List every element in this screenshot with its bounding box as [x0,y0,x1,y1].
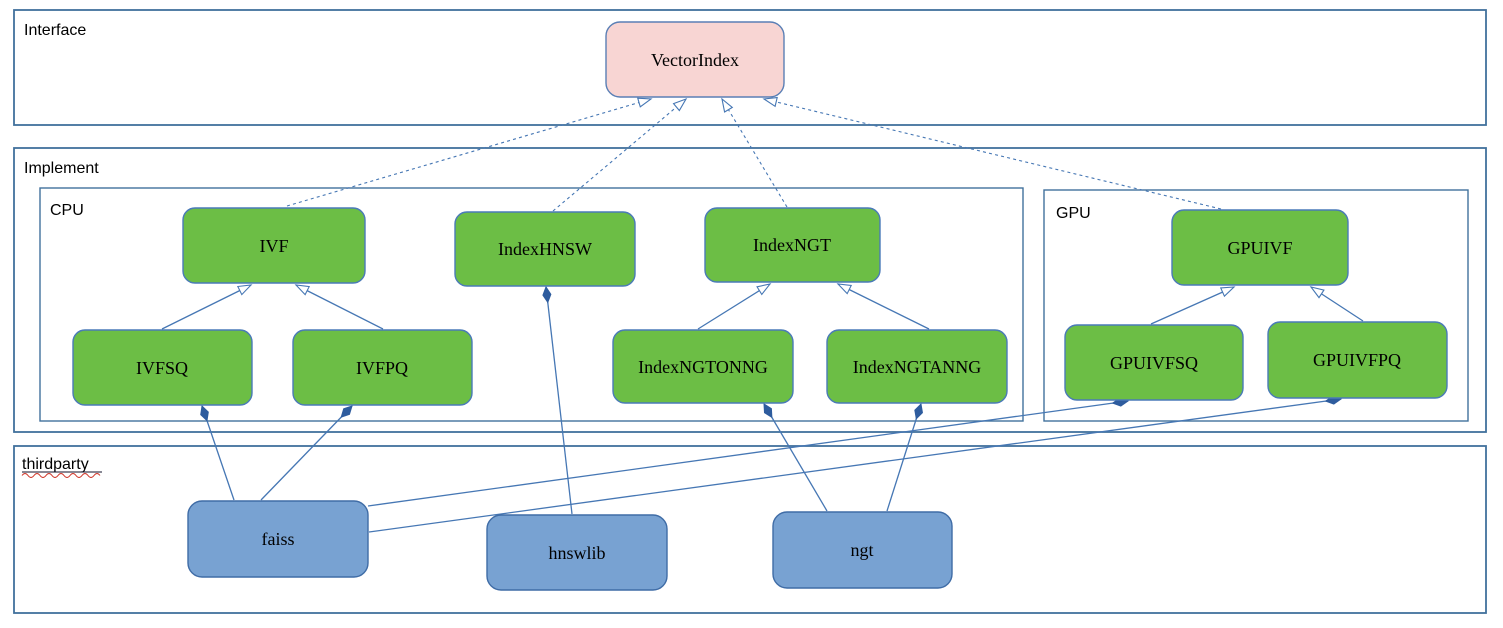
package-thirdparty[interactable]: thirdparty [13,445,1487,614]
edge-generalization-ivfpq-to-ivf[interactable] [294,284,384,330]
node-faiss-box[interactable] [187,500,369,578]
edge-generalization-gpuivfsq-to-gpuivf[interactable] [1150,286,1236,325]
node-indexngtanng-label: IndexNGTANNG [853,357,982,377]
node-ivfsq-label: IVFSQ [136,358,188,378]
package-thirdparty-frame[interactable] [13,445,1487,614]
edge-composition-ngt-to-indexngtanng[interactable] [886,402,923,512]
node-indexngtonng[interactable]: IndexNGTONNG [612,329,794,404]
node-indexngtanng[interactable]: IndexNGTANNG [826,329,1008,404]
package-cpu[interactable]: CPU [39,187,1024,422]
edge-generalization-indexngtanng-to-indexngt[interactable] [836,283,930,330]
node-ivf[interactable]: IVF [182,207,366,284]
node-gpuivfpq-box[interactable] [1267,321,1448,399]
edge-generalization-gpuivfpq-to-gpuivf[interactable] [1309,286,1364,322]
node-indexngtanng-box[interactable] [826,329,1008,404]
edge-composition-hnswlib-to-indexhnsw[interactable] [542,285,573,515]
node-indexngt[interactable]: IndexNGT [704,207,881,283]
package-cpu-frame[interactable] [39,187,1024,422]
node-vectorindex-box[interactable] [605,21,785,98]
node-gpuivfsq[interactable]: GPUIVFSQ [1064,324,1244,401]
node-ngt-label: ngt [850,540,873,560]
node-ivf-label: IVF [259,236,288,256]
node-ngt-box[interactable] [772,511,953,589]
node-indexngt-label: IndexNGT [753,235,831,255]
package-gpu-frame[interactable] [1043,189,1469,422]
node-indexngtonng-box[interactable] [612,329,794,404]
node-indexngtonng-label: IndexNGTONNG [638,357,768,377]
edge-composition-faiss-to-gpuivfsq[interactable] [367,397,1130,507]
node-gpuivfsq-box[interactable] [1064,324,1244,401]
package-cpu-label: CPU [50,202,84,219]
node-ivfpq-box[interactable] [292,329,473,406]
node-gpuivf-label: GPUIVF [1227,238,1292,258]
package-interface-label: Interface [24,22,86,39]
thirdparty-spellcheck-squiggle-icon [21,473,101,478]
edge-realization-indexhnsw-to-vectorindex[interactable] [552,97,688,212]
node-gpuivfpq-label: GPUIVFPQ [1313,350,1401,370]
node-hnswlib-label: hnswlib [548,543,605,563]
node-ngt[interactable]: ngt [772,511,953,589]
node-faiss[interactable]: faiss [187,500,369,578]
edge-realization-gpuivf-to-vectorindex[interactable] [762,96,1222,210]
node-hnswlib-box[interactable] [486,514,668,591]
package-thirdparty-label: thirdparty [22,456,89,473]
node-ivfsq-box[interactable] [72,329,253,406]
node-indexhnsw[interactable]: IndexHNSW [454,211,636,287]
node-vectorindex-label: VectorIndex [651,50,739,70]
edge-realization-indexngt-to-vectorindex[interactable] [721,97,788,208]
edge-composition-ngt-to-indexngtonng[interactable] [763,403,828,512]
package-gpu[interactable]: GPU [1043,189,1469,422]
node-ivfpq-label: IVFPQ [356,358,408,378]
edge-generalization-ivfsq-to-ivf[interactable] [161,284,253,330]
node-hnswlib[interactable]: hnswlib [486,514,668,591]
node-gpuivf[interactable]: GPUIVF [1171,209,1349,286]
edge-generalization-indexngtonng-to-indexngt[interactable] [697,283,772,330]
node-ivfpq[interactable]: IVFPQ [292,329,473,406]
node-vectorindex[interactable]: VectorIndex [605,21,785,98]
node-gpuivf-box[interactable] [1171,209,1349,286]
node-indexhnsw-label: IndexHNSW [498,239,592,259]
node-faiss-label: faiss [262,529,295,549]
package-implement-label: Implement [24,160,99,177]
edge-composition-faiss-to-ivfpq[interactable] [260,405,353,501]
node-ivfsq[interactable]: IVFSQ [72,329,253,406]
node-gpuivfsq-label: GPUIVFSQ [1110,353,1198,373]
edge-realization-ivf-to-vectorindex[interactable] [286,97,653,207]
edge-composition-faiss-to-ivfsq[interactable] [200,404,235,501]
node-ivf-box[interactable] [182,207,366,284]
package-gpu-label: GPU [1056,205,1091,222]
node-gpuivfpq[interactable]: GPUIVFPQ [1267,321,1448,399]
edge-composition-faiss-to-gpuivfpq[interactable] [368,395,1343,533]
node-indexngt-box[interactable] [704,207,881,283]
node-indexhnsw-box[interactable] [454,211,636,287]
